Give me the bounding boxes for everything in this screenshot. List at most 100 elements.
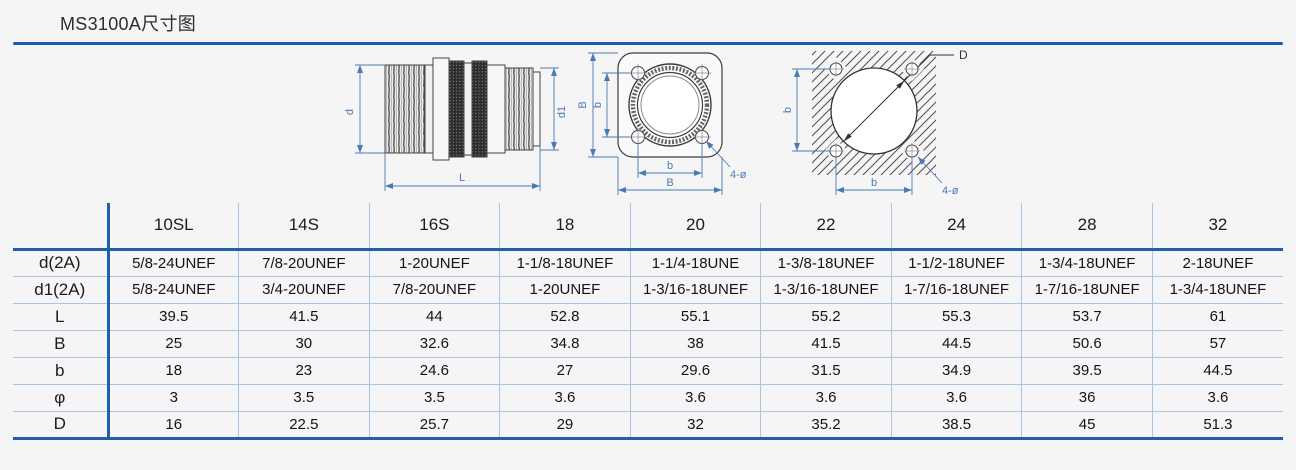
table-cell: 1-3/8-18UNEF (760, 249, 892, 277)
table-cell: 24.6 (368, 357, 500, 385)
dim-label-b-left: b (592, 102, 604, 108)
row-label: d1(2A) (13, 276, 110, 304)
dim-label-d1: d1 (556, 106, 568, 118)
table-cell: 1-3/4-18UNEF (1021, 249, 1153, 277)
table-cell: 1-20UNEF (368, 249, 500, 277)
column-header: 10SL (107, 203, 239, 251)
panel-cutout-drawing: D b b 4-ø (782, 48, 968, 197)
table-cell: 1-3/4-18UNEF (1151, 276, 1283, 304)
dim-label-d: d (344, 109, 356, 115)
dim-label-D: D (959, 48, 968, 62)
table-cell: 2-18UNEF (1151, 249, 1283, 277)
table-cell: 30 (238, 330, 370, 358)
table-cell: 61 (1151, 303, 1283, 331)
row-label: φ (13, 384, 110, 412)
connector-body (384, 57, 541, 161)
table-cell: 3.6 (760, 384, 892, 412)
table-cell: 39.5 (107, 303, 239, 331)
table-cell: 3/4-20UNEF (238, 276, 370, 304)
flange-front-view-drawing: B b b B 4-ø (577, 52, 747, 195)
table-cell: 50.6 (1021, 330, 1153, 358)
table-cell: 55.2 (760, 303, 892, 331)
table-cell: 3.6 (499, 384, 631, 412)
table-cell: 3.6 (1151, 384, 1283, 412)
table-cell: 3.5 (368, 384, 500, 412)
dim-label-b-bottom: b (871, 177, 877, 189)
table-cell: 51.3 (1151, 411, 1283, 440)
column-header: 18 (499, 203, 631, 251)
dim-label-b-left: b (782, 107, 794, 113)
table-cell: 29.6 (629, 357, 761, 385)
table-cell: 23 (238, 357, 370, 385)
holes-count-label: 4-ø (942, 185, 959, 197)
column-header: 20 (629, 203, 761, 251)
table-cell: 53.7 (1021, 303, 1153, 331)
title-divider (13, 42, 1283, 45)
table-cell: 22.5 (238, 411, 370, 440)
row-label: L (13, 303, 110, 331)
table-cell: 32 (629, 411, 761, 440)
table-cell: 55.1 (629, 303, 761, 331)
dim-label-B-left: B (577, 101, 589, 108)
side-view-dimension-lines (355, 64, 559, 191)
row-label: b (13, 357, 110, 385)
table-cell: 38 (629, 330, 761, 358)
table-cell: 1-1/2-18UNEF (890, 249, 1022, 277)
table-cell: 1-1/8-18UNEF (499, 249, 631, 277)
table-cell: 38.5 (890, 411, 1022, 440)
column-header: 14S (238, 203, 370, 251)
table-cell: 1-3/16-18UNEF (760, 276, 892, 304)
row-label: D (13, 411, 110, 440)
column-header: 28 (1021, 203, 1153, 251)
table-cell: 3.6 (629, 384, 761, 412)
table-cell: 39.5 (1021, 357, 1153, 385)
table-cell: 5/8-24UNEF (107, 249, 239, 277)
table-cell: 41.5 (760, 330, 892, 358)
page-title: MS3100A尺寸图 (60, 14, 197, 34)
table-cell: 7/8-20UNEF (238, 249, 370, 277)
datasheet-page: MS3100A尺寸图 (0, 10, 1296, 470)
table-cell: 34.9 (890, 357, 1022, 385)
cutout-dimension-lines (792, 68, 943, 195)
row-label: d(2A) (13, 249, 110, 277)
panel-hole-crosshairs (828, 61, 920, 159)
dim-label-b-bottom: b (667, 160, 673, 172)
table-cell: 34.8 (499, 330, 631, 358)
drawings-row: d d1 L (0, 45, 1296, 203)
column-header: 22 (760, 203, 892, 251)
table-cell: 1-1/4-18UNE (629, 249, 761, 277)
table-cell: 3.5 (238, 384, 370, 412)
table-cell: 31.5 (760, 357, 892, 385)
table-cell: 27 (499, 357, 631, 385)
center-barrel (628, 63, 712, 147)
table-cell: 1-3/16-18UNEF (629, 276, 761, 304)
table-cell: 57 (1151, 330, 1283, 358)
table-cell: 29 (499, 411, 631, 440)
table-cell: 7/8-20UNEF (368, 276, 500, 304)
table-cell: 1-20UNEF (499, 276, 631, 304)
table-cell: 5/8-24UNEF (107, 276, 239, 304)
connector-side-view-drawing: d d1 L (344, 57, 568, 191)
table-cell: 1-7/16-18UNEF (890, 276, 1022, 304)
row-label: B (13, 330, 110, 358)
table-corner-cell (13, 203, 110, 251)
column-header: 32 (1151, 203, 1283, 251)
table-cell: 18 (107, 357, 239, 385)
front-view-dimension-lines (588, 52, 731, 195)
diameter-line (843, 54, 954, 142)
table-cell: 25.7 (368, 411, 500, 440)
table-cell: 35.2 (760, 411, 892, 440)
dim-label-L: L (459, 172, 465, 184)
table-cell: 45 (1021, 411, 1153, 440)
column-header: 24 (890, 203, 1022, 251)
table-cell: 1-7/16-18UNEF (1021, 276, 1153, 304)
